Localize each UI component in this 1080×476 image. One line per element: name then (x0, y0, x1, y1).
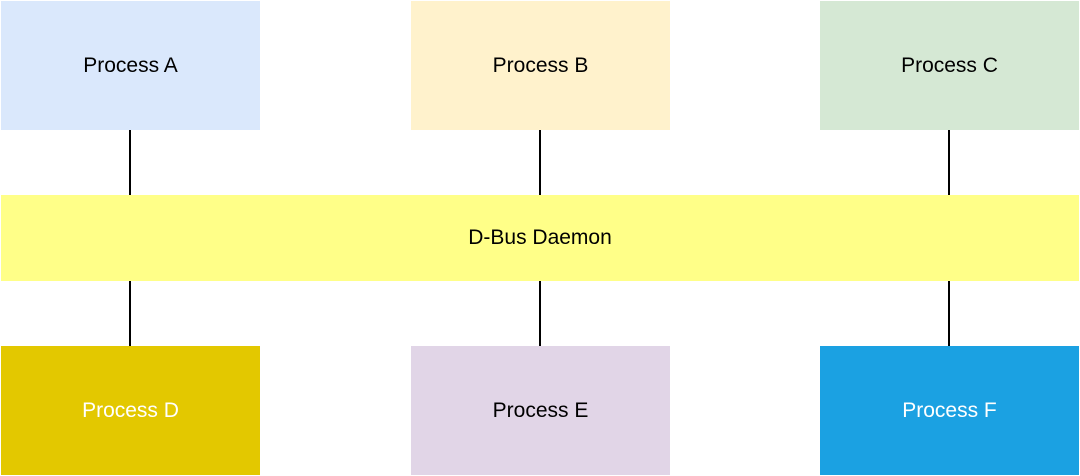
process-b-node[interactable]: Process B (411, 1, 670, 130)
connector-c-bus (948, 130, 950, 195)
process-e-label: Process E (492, 398, 589, 422)
process-d-node[interactable]: Process D (1, 346, 260, 475)
process-c-label: Process C (901, 53, 998, 77)
process-b-label: Process B (492, 53, 589, 77)
process-e-node[interactable]: Process E (411, 346, 670, 475)
process-a-label: Process A (83, 53, 178, 77)
process-f-label: Process F (902, 398, 997, 422)
process-c-node[interactable]: Process C (820, 1, 1079, 130)
connector-a-bus (129, 130, 131, 195)
connector-bus-f (948, 281, 950, 346)
process-f-node[interactable]: Process F (820, 346, 1079, 475)
connector-b-bus (539, 130, 541, 195)
dbus-daemon-label: D-Bus Daemon (468, 226, 612, 249)
dbus-daemon-node[interactable]: D-Bus Daemon (1, 195, 1079, 281)
process-d-label: Process D (82, 398, 179, 422)
process-a-node[interactable]: Process A (1, 1, 260, 130)
connector-bus-e (539, 281, 541, 346)
connector-bus-d (129, 281, 131, 346)
